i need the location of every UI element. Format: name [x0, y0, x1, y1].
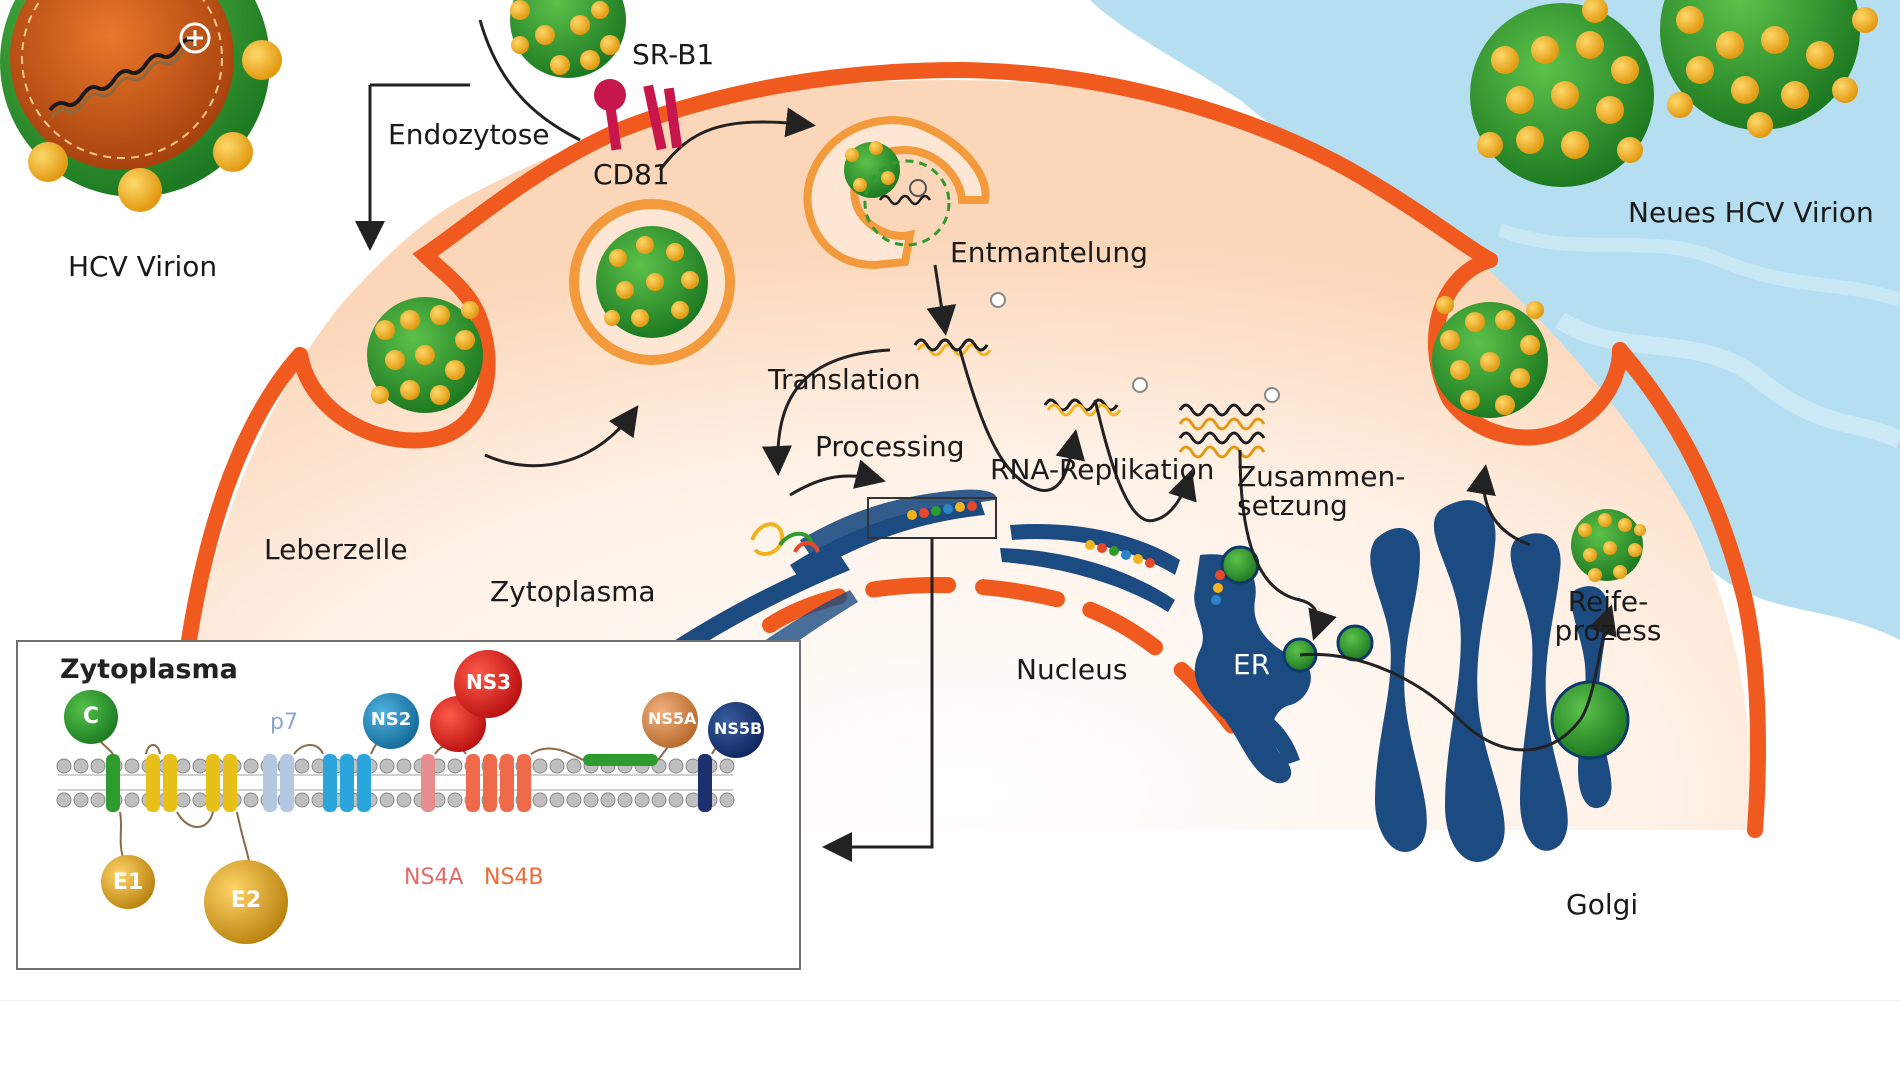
lipid-head — [124, 792, 140, 808]
footer-strip — [0, 1000, 1900, 1071]
protein-ns5a-label: NS5A — [648, 709, 697, 728]
lipid-head — [447, 758, 463, 774]
lipid-head — [583, 792, 599, 808]
protein-ns5b — [708, 702, 764, 758]
hcv-virion-budding — [1432, 296, 1548, 418]
endosome-vesicle — [569, 199, 735, 365]
lipid-head — [617, 792, 633, 808]
transmembrane-helices — [106, 754, 712, 812]
protein-p7-label: p7 — [270, 710, 298, 735]
lipid-head — [651, 792, 667, 808]
lipid-head — [73, 792, 89, 808]
protein-ns4b-label: NS4B — [484, 865, 544, 890]
lipid-head — [719, 758, 735, 774]
protein-ns4a-label: NS4A — [404, 865, 464, 890]
label-rna-replikation: RNA-Replikation — [990, 453, 1215, 486]
lipid-head — [90, 792, 106, 808]
label-golgi: Golgi — [1566, 888, 1639, 921]
lipid-head — [532, 792, 548, 808]
lipid-head — [549, 792, 565, 808]
label-endozytose: Endozytose — [388, 118, 550, 151]
lipid-head — [396, 792, 412, 808]
label-zytoplasma: Zytoplasma — [490, 575, 656, 608]
protein-c-label: C — [82, 704, 100, 729]
new-hcv-virions — [1470, 0, 1878, 187]
lipid-head — [175, 758, 191, 774]
lipid-head — [243, 792, 259, 808]
lipid-head — [379, 792, 395, 808]
lipid-head — [447, 792, 463, 808]
label-leberzelle: Leberzelle — [264, 533, 408, 566]
protein-ns5b-label: NS5B — [714, 719, 763, 738]
hcv-virion-top — [510, 0, 626, 78]
lipid-head — [294, 792, 310, 808]
lipid-head — [685, 758, 701, 774]
lipid-head — [396, 758, 412, 774]
protein-ns2-label: NS2 — [370, 709, 412, 730]
lipid-head — [668, 758, 684, 774]
label-nucleus: Nucleus — [1016, 653, 1128, 686]
membrane-topology — [56, 650, 764, 944]
zoom-connector-line — [822, 538, 934, 862]
lipid-head — [56, 792, 72, 808]
polyprotein-inset: Zytoplasma — [16, 640, 801, 970]
protein-e1-label: E1 — [112, 870, 144, 895]
lipid-head — [566, 792, 582, 808]
lipid-head — [600, 792, 616, 808]
lipid-head — [90, 758, 106, 774]
label-sr-b1: SR-B1 — [632, 38, 715, 71]
protein-e2-label: E2 — [230, 888, 262, 913]
lipid-head — [192, 792, 208, 808]
lipid-head — [719, 792, 735, 808]
protein-ns5a — [642, 692, 698, 748]
lipid-head — [175, 792, 191, 808]
label-hcv-virion: HCV Virion — [68, 250, 218, 283]
hcv-virion-maturing — [1571, 509, 1646, 582]
lipid-head — [549, 758, 565, 774]
lipid-head — [566, 758, 582, 774]
assembly-vesicles — [1220, 545, 1630, 760]
label-reifeprozess: Reife-prozess — [1554, 585, 1662, 648]
polyprotein-beads — [907, 501, 1225, 605]
label-processing: Processing — [815, 430, 965, 463]
label-translation: Translation — [768, 363, 921, 396]
hcv-virion-large — [0, 0, 282, 212]
lipid-head — [243, 758, 259, 774]
protein-e2 — [204, 860, 288, 944]
lipid-head — [532, 758, 548, 774]
ribosome-translation — [750, 522, 820, 556]
inset-title: Zytoplasma — [60, 654, 238, 685]
released-rna — [913, 338, 989, 352]
lipid-head — [379, 758, 395, 774]
protein-ns3-label: NS3 — [466, 670, 512, 694]
hcv-virion-endocytosis — [367, 297, 483, 413]
lipid-head — [192, 758, 208, 774]
lipid-head — [73, 758, 89, 774]
lipid-head — [668, 792, 684, 808]
protein-ns2 — [363, 693, 419, 749]
label-zusammensetzung: Zusammen-setzung — [1237, 460, 1406, 523]
protein-e1 — [101, 855, 155, 909]
receptors — [594, 79, 683, 151]
label-entmantelung: Entmantelung — [950, 236, 1148, 269]
uncoating-vesicle — [803, 116, 990, 270]
protein-ns3 — [454, 650, 522, 718]
lipid-head — [294, 758, 310, 774]
lipid-head — [634, 792, 650, 808]
lipid-head — [56, 758, 72, 774]
label-neues-hcv-virion: Neues HCV Virion — [1628, 196, 1874, 229]
label-cd81: CD81 — [593, 158, 670, 191]
protein-c — [64, 690, 118, 744]
lipid-head — [124, 758, 140, 774]
lipid-head — [685, 792, 701, 808]
label-er: ER — [1233, 648, 1271, 681]
process-arrows — [355, 19, 1617, 752]
